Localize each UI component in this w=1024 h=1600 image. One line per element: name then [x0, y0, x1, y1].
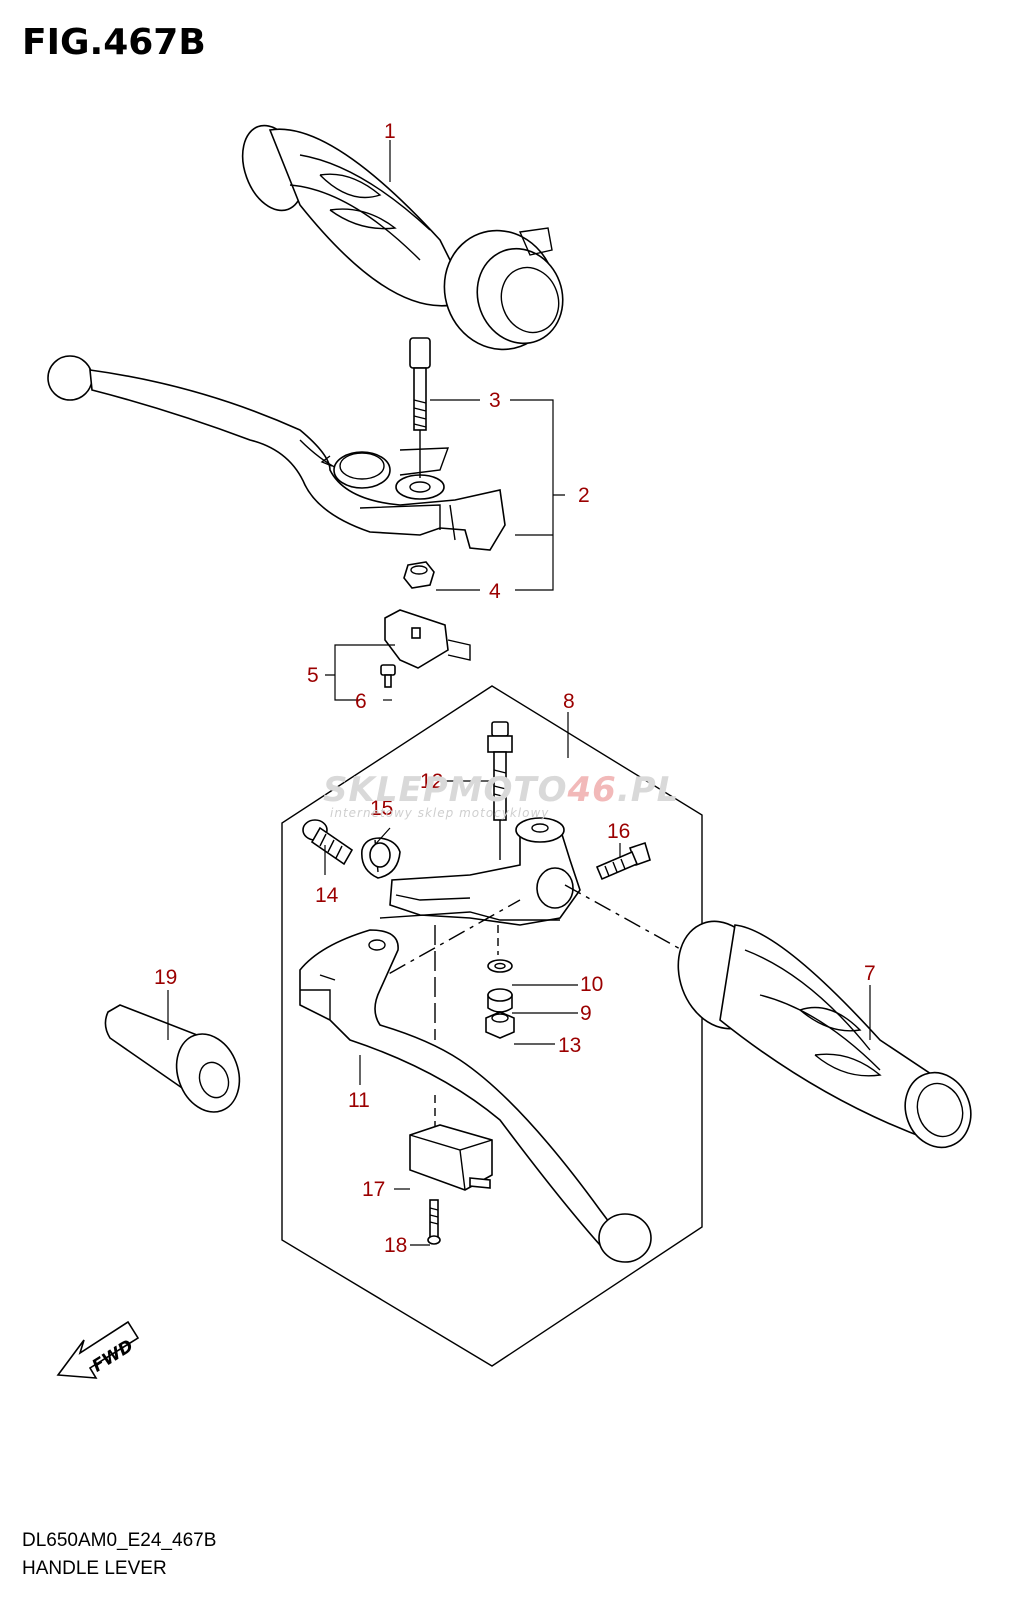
washer-spacer-nut: [485, 925, 515, 1039]
assembly-frame: [281, 685, 703, 1367]
callout-9: 9: [580, 1002, 592, 1025]
clutch-holder: [379, 817, 581, 926]
bar-end-cap: [104, 1004, 241, 1113]
callout-11: 11: [348, 1089, 370, 1112]
callout-5: 5: [307, 664, 319, 687]
throttle-grip: [241, 124, 564, 351]
cable-adjuster: [302, 819, 401, 879]
holder-bolt: [595, 841, 651, 881]
callout-6: 6: [355, 690, 367, 713]
figure-title: FIG.467B: [22, 22, 206, 63]
clutch-lever: [299, 925, 652, 1263]
watermark-tagline: internetowy sklep motocyklowy: [330, 806, 550, 820]
clutch-switch: [409, 1095, 493, 1245]
callout-14: 14: [315, 884, 339, 907]
brake-switch: [380, 609, 471, 688]
callout-16: 16: [607, 820, 630, 843]
leader-lines: [167, 140, 871, 1246]
callout-4: 4: [489, 580, 501, 603]
callout-17: 17: [362, 1178, 385, 1201]
figure-name: HANDLE LEVER: [22, 1558, 167, 1579]
pivot-bolt: [409, 337, 431, 478]
left-grip: [677, 920, 972, 1149]
callout-10: 10: [580, 973, 603, 996]
brake-lever: [47, 355, 506, 551]
callout-15: 15: [370, 797, 393, 820]
callout-numbers: 1 2 3 4 5 6 7 8 9 10 11 12 13 14 15 16 1…: [154, 120, 876, 1257]
callout-13: 13: [558, 1034, 581, 1057]
figure-code: DL650AM0_E24_467B: [22, 1530, 217, 1551]
fwd-arrow: FWD: [56, 1320, 140, 1379]
callout-8: 8: [563, 690, 575, 713]
callout-3: 3: [489, 389, 501, 412]
lever-nut: [403, 561, 435, 589]
callout-18: 18: [384, 1234, 407, 1257]
adjust-bolt: [487, 721, 513, 860]
callout-19: 19: [154, 966, 177, 989]
callout-7: 7: [864, 962, 876, 985]
callout-12: 12: [420, 770, 443, 793]
callout-2: 2: [578, 484, 590, 507]
watermark: SKLEPMOTO46.PL: [323, 770, 680, 810]
callout-1: 1: [384, 120, 396, 143]
